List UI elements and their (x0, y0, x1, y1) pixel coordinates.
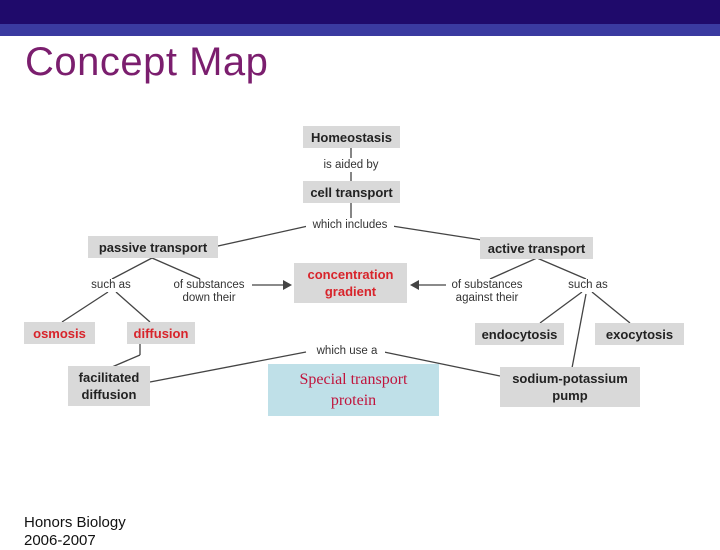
gradient-line2: gradient (324, 284, 377, 299)
pump-line2: pump (552, 388, 588, 403)
connector-active-suchas (536, 257, 587, 280)
node-osmosis: osmosis (24, 322, 95, 344)
link-down-line1: of substances (173, 279, 245, 291)
connector-suchas-diffusion (115, 291, 151, 323)
arrowhead-left-in (283, 280, 292, 290)
link-such-as-right: such as (562, 279, 614, 292)
gradient-line1: concentration (307, 267, 394, 282)
link-against-line1: of substances (451, 279, 523, 291)
callout-line2: protein (330, 392, 377, 409)
link-such-as-left: such as (84, 279, 138, 292)
link-down-their: of substances down their (166, 279, 252, 305)
link-against-line2: against their (455, 292, 519, 304)
facilitated-line2: diffusion (81, 387, 137, 402)
connector-to-active (391, 225, 483, 241)
connector-suchas-pump (571, 293, 587, 369)
link-which-use-a: which use a (309, 345, 385, 358)
callout-special-transport-protein: Special transport protein (268, 364, 439, 416)
link-which-includes: which includes (306, 219, 394, 232)
connector-facilitated-use (149, 351, 307, 383)
connector-suchas-exo (591, 291, 631, 324)
node-cell-transport: cell transport (303, 181, 400, 203)
top-bar-accent (0, 24, 720, 36)
connector-active-against (489, 257, 538, 280)
pump-line1: sodium-potassium (512, 371, 628, 386)
connector-suchas-osmosis (61, 291, 109, 323)
connector-pump-use (383, 351, 501, 377)
node-sodium-potassium-pump: sodium-potassium pump (500, 367, 640, 407)
node-homeostasis: Homeostasis (303, 126, 400, 148)
node-endocytosis: endocytosis (475, 323, 564, 345)
connector-diffusion-facilitated (111, 354, 141, 368)
node-passive-transport: passive transport (88, 236, 218, 258)
node-exocytosis: exocytosis (595, 323, 684, 345)
connector-passive-down (151, 257, 201, 280)
arrowhead-right-in (410, 280, 419, 290)
connector-passive-suchas (111, 257, 153, 280)
node-concentration-gradient: concentration gradient (294, 263, 407, 303)
top-bar (0, 0, 720, 24)
node-diffusion: diffusion (127, 322, 195, 344)
slide-title: Concept Map (25, 40, 269, 84)
node-facilitated-diffusion: facilitated diffusion (68, 366, 150, 406)
link-against-their: of substances against their (446, 279, 528, 305)
footer-line2: 2006-2007 (24, 532, 96, 549)
link-is-aided-by: is aided by (315, 159, 387, 172)
slide-footer: Honors Biology 2006-2007 (24, 514, 126, 550)
callout-line1: Special transport (299, 371, 408, 388)
connector-suchas-endo (539, 291, 583, 324)
link-down-line2: down their (182, 292, 236, 304)
footer-line1: Honors Biology (24, 514, 126, 531)
connector-to-passive (217, 225, 309, 247)
facilitated-line1: facilitated (78, 370, 140, 385)
node-active-transport: active transport (480, 237, 593, 259)
